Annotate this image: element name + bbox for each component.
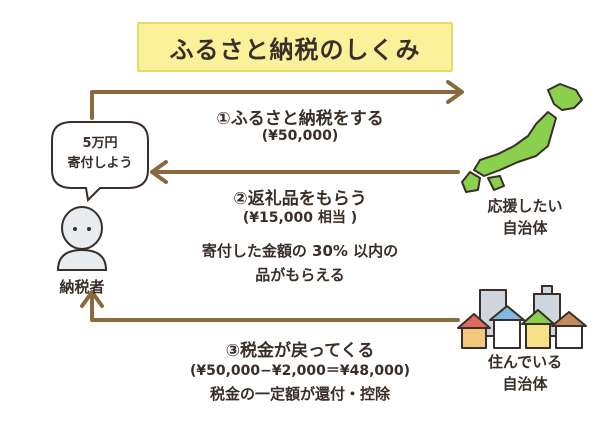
- speech-bubble: [51, 121, 149, 203]
- step1-amount: (¥50,000): [261, 128, 339, 144]
- home-municipality-label-line1: 住んでいる: [487, 353, 563, 371]
- taxpayer-figure-icon: [56, 206, 108, 271]
- arrow-donate: [90, 90, 460, 120]
- target-municipality-label-line2: 自治体: [502, 219, 548, 237]
- step2-label: ②返礼品をもらう: [233, 189, 367, 209]
- diagram-title: ふるさと納税のしくみ: [137, 22, 453, 72]
- arrow-donate-head: [446, 80, 464, 104]
- step2-note-line2: 品がもらえる: [255, 266, 345, 284]
- step3-amount: (¥50,000−¥2,000＝¥48,000): [189, 363, 411, 379]
- city-buildings-icon: [457, 285, 587, 349]
- arrow-refund-head: [80, 290, 104, 308]
- bubble-text-line2: 寄付しよう: [67, 156, 133, 171]
- arrow-gift-head: [150, 160, 168, 184]
- japan-map-icon: [461, 83, 583, 193]
- bubble-text-line1: 5万円: [82, 136, 118, 151]
- target-municipality-label-line1: 応援したい: [487, 197, 563, 215]
- taxpayer-label: 納税者: [59, 278, 105, 296]
- step3-label: ③税金が戻ってくる: [225, 341, 375, 361]
- step2-amount: (¥15,000 相当 ): [242, 210, 358, 226]
- arrow-refund: [90, 294, 460, 322]
- step3-note: 税金の一定額が還付・控除: [209, 385, 390, 403]
- step2-note-line1: 寄付した金額の 30% 以内の: [201, 242, 399, 260]
- home-municipality-label-line2: 自治体: [502, 375, 548, 393]
- step1-label: ①ふるさと納税をする: [216, 109, 384, 129]
